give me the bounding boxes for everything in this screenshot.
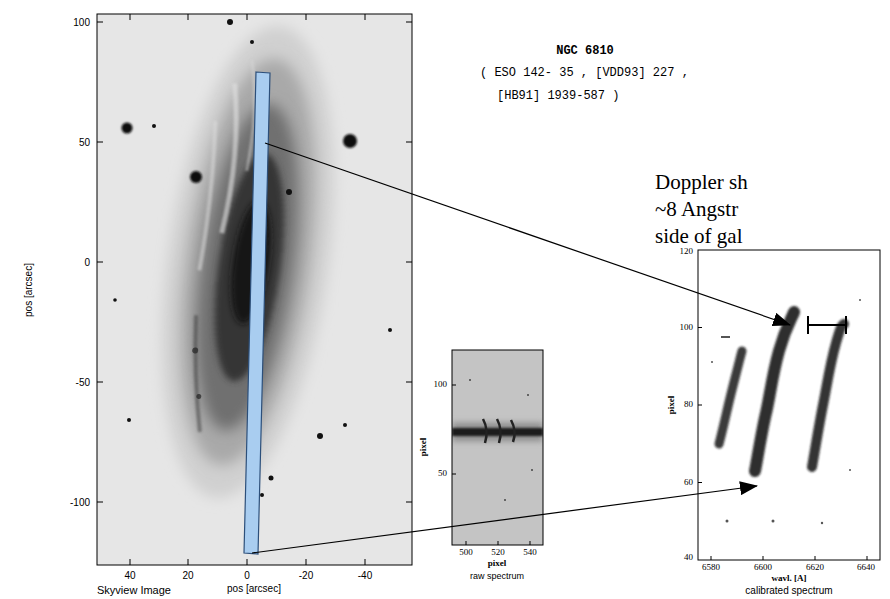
tick-label: 6580 (701, 563, 721, 573)
noise-dot (721, 336, 730, 338)
tick-label: 80 (683, 400, 694, 410)
raw-spectrum-image (483, 419, 487, 443)
galaxy (180, 315, 216, 432)
tick-label: 0 (243, 570, 251, 581)
image-frame (97, 14, 412, 565)
image-ground (97, 14, 412, 565)
calibrated-spectrum-image (698, 250, 880, 560)
tick-label: 6620 (805, 563, 825, 573)
noise-dot (711, 361, 713, 363)
tick-label: 50 (78, 137, 91, 148)
star (343, 134, 357, 148)
noise-dot (772, 520, 775, 523)
panel-caption: Skyview Image (97, 584, 171, 596)
star (152, 124, 156, 128)
star (122, 123, 133, 134)
leader-arrow (252, 143, 790, 553)
calibrated-spectrum-image (698, 250, 880, 560)
emission-line (719, 351, 742, 444)
axis-label: pixel (488, 559, 507, 569)
noise-dot (711, 299, 861, 524)
tick-label: 50 (437, 469, 448, 479)
tick-label: 100 (679, 323, 695, 333)
galaxy (192, 347, 199, 354)
subtitle: [HB91] 1939-587 ) (497, 90, 619, 103)
panel-caption: calibrated spectrum (745, 585, 832, 596)
star (127, 418, 131, 422)
star (388, 328, 392, 332)
image-frame (97, 14, 412, 565)
noise-dot (849, 469, 851, 471)
axis-label: pixel (419, 438, 429, 457)
star (269, 476, 274, 481)
raw-spectrum-image (527, 394, 529, 396)
noise-dot (859, 299, 861, 301)
tick-label: 60 (683, 478, 694, 488)
tick-label: 6640 (856, 563, 876, 573)
noise-dot (821, 522, 823, 524)
star (190, 171, 202, 183)
calibrated-spectrum-frame (698, 250, 880, 560)
star (286, 189, 292, 195)
tick-label: 540 (522, 548, 538, 558)
star (113, 298, 117, 302)
tick-label: 520 (490, 548, 506, 558)
calibrated-spectrum-frame (698, 250, 880, 560)
tick-label: 6600 (753, 563, 773, 573)
star (260, 493, 264, 497)
galaxy (214, 83, 245, 233)
tick-label: -20 (298, 570, 314, 581)
calibrated-spectrum-frame (698, 328, 867, 561)
tick-label: 100 (72, 17, 91, 28)
galaxy (196, 394, 202, 400)
tick-label: -40 (357, 570, 373, 581)
tick-label: 20 (181, 570, 194, 581)
tick-label: 500 (458, 548, 474, 558)
axis-label: wavl. [A] (772, 574, 807, 584)
galaxy-image (97, 14, 412, 565)
tick-label: 100 (433, 380, 449, 390)
subtitle: ( ESO 142- 35 , [VDD93] 227 , (480, 67, 689, 80)
emission-line (719, 312, 844, 471)
leader-arrow (252, 486, 757, 553)
raw-spectrum-image (504, 499, 506, 501)
axis-label: pos [arcsec] (227, 583, 281, 594)
tick-label: 40 (683, 553, 694, 563)
star (250, 40, 254, 44)
image-frame (97, 14, 412, 565)
tick-label: 120 (679, 247, 695, 257)
annotation: side of gal (655, 225, 742, 248)
slit-rectangle (244, 72, 270, 554)
galaxy (194, 121, 221, 270)
raw-spectrum-image (531, 469, 533, 471)
shift-bracket (808, 316, 846, 334)
shift-bracket (808, 316, 846, 334)
raw-spectrum-image (452, 428, 543, 436)
emission-line (755, 312, 794, 471)
annotation: Doppler sh (655, 171, 748, 194)
axis-label: pixel (667, 396, 677, 415)
raw-spectrum-image (511, 420, 515, 442)
panel-caption: raw spectrum (470, 572, 524, 582)
tick-label: -50 (75, 377, 91, 388)
raw-spectrum-image (469, 379, 471, 381)
star (317, 433, 323, 439)
galaxy (179, 97, 316, 437)
raw-spectrum-image (452, 423, 543, 441)
title: NGC 6810 (556, 45, 614, 58)
leader-arrow (265, 143, 790, 325)
axis-label: pos [arcsec] (23, 263, 34, 317)
star (343, 423, 347, 427)
tick-label: 0 (83, 257, 91, 268)
star (227, 19, 233, 25)
annotation: ~8 Angstr (655, 198, 738, 221)
tick-label: 40 (123, 570, 136, 581)
raw-spectrum-image (497, 419, 501, 443)
tick-label: -100 (69, 497, 91, 508)
noise-dot (726, 520, 729, 523)
emission-line (812, 324, 844, 467)
